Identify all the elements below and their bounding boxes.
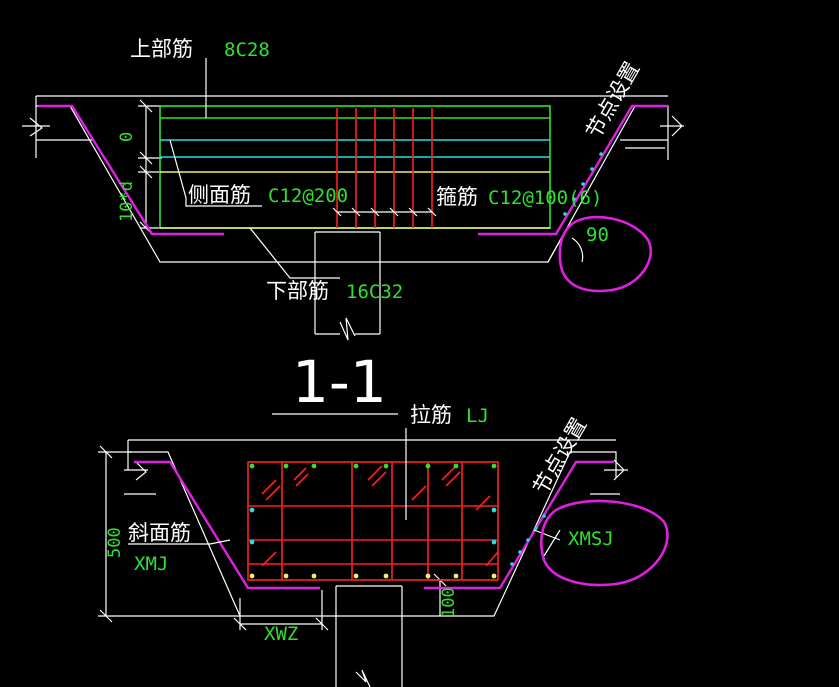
lower-column-stub — [335, 585, 403, 687]
dim-100: 100 — [439, 587, 459, 618]
upper-leader-bottom — [249, 227, 340, 279]
upper-left-break — [22, 117, 50, 137]
lower-slope-bar-left — [134, 460, 320, 590]
lower-rebar-grid — [247, 461, 499, 581]
upper-right-break — [660, 115, 684, 137]
lower-node-dots — [510, 514, 546, 566]
lower-dim-500 — [98, 445, 240, 623]
upper-highlight-circle — [558, 215, 653, 293]
xmsj-label: XMSJ — [568, 528, 614, 550]
tie-label: 拉筋 — [410, 403, 452, 427]
upper-outline — [35, 96, 669, 263]
lower-node-setting: 节点设置 — [529, 414, 592, 499]
stirrup-value: C12@100(6) — [488, 187, 602, 209]
upper-dim-lines — [138, 99, 162, 235]
side-bar-value: C12@200 — [268, 185, 348, 207]
upper-column-stub — [314, 231, 381, 341]
lower-rebar-dots — [249, 463, 497, 579]
slope-bar-value: XMJ — [134, 553, 168, 575]
slope-bar-label: 斜面筋 — [128, 521, 191, 545]
upper-leader-side — [169, 139, 262, 207]
angle-value: 90 — [586, 224, 609, 246]
lower-leader-slope — [128, 539, 231, 545]
upper-stirrups — [336, 108, 433, 228]
top-bar-value: 8C28 — [224, 39, 270, 61]
dim-10d: 10*d — [117, 181, 137, 222]
lower-section — [98, 428, 669, 687]
upper-slope-bar-left — [38, 104, 224, 236]
lower-left-break — [124, 461, 156, 495]
upper-node-setting: 节点设置 — [582, 58, 645, 143]
dim-500: 500 — [105, 527, 125, 558]
bottom-bar-value: 16C32 — [346, 281, 403, 303]
upper-right-step — [620, 139, 668, 149]
stirrup-label: 箍筋 — [436, 185, 478, 209]
lower-dim-xwz — [233, 590, 329, 631]
lower-slope-bar-right — [424, 460, 614, 590]
lower-highlight-circle — [540, 499, 669, 587]
lower-right-break — [590, 459, 628, 495]
upper-slope-bar-right — [478, 104, 668, 236]
top-bar-label: 上部筋 — [130, 37, 193, 61]
upper-node-dots — [563, 152, 603, 216]
side-bar-label: 侧面筋 — [188, 183, 251, 207]
upper-stirrup-dim — [332, 207, 437, 217]
upper-section — [22, 58, 684, 341]
tie-value: LJ — [466, 405, 489, 427]
upper-top-rebar-cage — [159, 105, 551, 229]
xwz-label: XWZ — [264, 623, 298, 645]
lower-outline — [127, 440, 617, 617]
lower-leader-xmsj — [533, 529, 561, 557]
section-title: 1-1 — [292, 348, 387, 416]
dim-zero: 0 — [117, 132, 137, 142]
bottom-bar-label: 下部筋 — [266, 279, 329, 303]
